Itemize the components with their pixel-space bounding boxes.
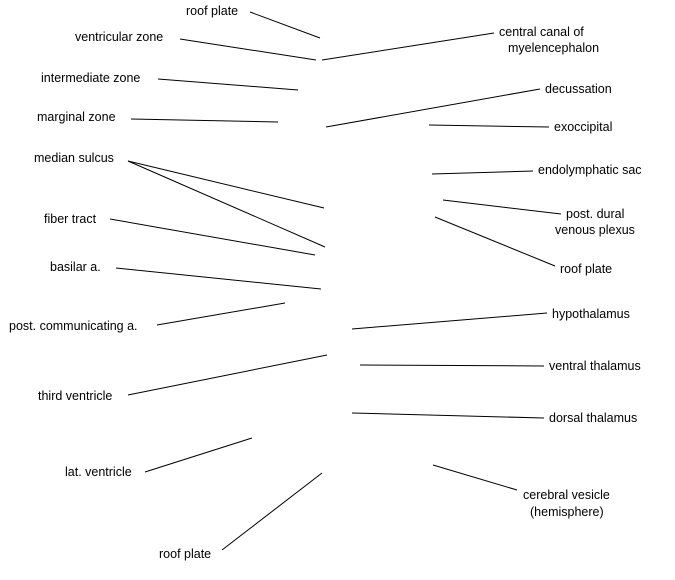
leader-third-ventricle <box>127 354 328 396</box>
leader-lat-ventricle <box>144 437 253 473</box>
leader-median-sulcus-a <box>127 160 325 209</box>
label-basilar-a: basilar a. <box>50 260 101 274</box>
leader-roof-plate-right <box>434 216 556 267</box>
label-roof-plate-top: roof plate <box>186 4 238 18</box>
label-marginal-zone: marginal zone <box>37 110 116 124</box>
label-hypothalamus: hypothalamus <box>552 307 630 321</box>
label-intermediate-zone: intermediate zone <box>41 71 140 85</box>
label-post-dural-line2: venous plexus <box>555 223 635 237</box>
label-exoccipital: exoccipital <box>554 120 612 134</box>
leader-decussation <box>325 88 541 128</box>
label-roof-plate-bottom: roof plate <box>159 547 211 561</box>
leader-dorsal-thalamus <box>351 412 545 419</box>
label-cerebral-vesicle-line2: (hemisphere) <box>530 505 604 519</box>
label-median-sulcus: median sulcus <box>34 151 114 165</box>
label-post-communicating-a: post. communicating a. <box>9 319 138 333</box>
label-ventral-thalamus: ventral thalamus <box>549 359 641 373</box>
label-post-dural-line1: post. dural <box>566 207 624 221</box>
label-central-canal-line1: central canal of <box>499 25 584 39</box>
leader-post-communicating-a <box>156 302 286 326</box>
leader-ventricular-zone <box>179 38 317 61</box>
label-lat-ventricle: lat. ventricle <box>65 465 132 479</box>
label-fiber-tract: fiber tract <box>44 212 97 226</box>
leader-basilar-a <box>115 267 322 290</box>
label-roof-plate-right: roof plate <box>560 262 612 276</box>
leader-intermediate-zone <box>157 78 299 91</box>
leader-median-sulcus-b <box>127 160 326 248</box>
label-dorsal-thalamus: dorsal thalamus <box>549 411 637 425</box>
leader-endolymphatic-sac <box>431 170 534 175</box>
leader-hypothalamus <box>351 312 548 330</box>
leader-central-canal <box>321 32 495 61</box>
label-ventricular-zone: ventricular zone <box>75 30 163 44</box>
label-third-ventricle: third ventricle <box>38 389 112 403</box>
leader-fiber-tract <box>109 218 316 256</box>
leader-marginal-zone <box>130 118 279 123</box>
leader-roof-plate-bottom <box>221 472 323 551</box>
label-cerebral-vesicle-line1: cerebral vesicle <box>523 488 610 502</box>
leader-roof-plate-top <box>249 11 321 39</box>
label-central-canal-line2: myelencephalon <box>508 41 599 55</box>
label-endolymphatic-sac: endolymphatic sac <box>538 163 642 177</box>
leader-cerebral-vesicle <box>432 464 518 491</box>
leader-exoccipital <box>428 124 550 128</box>
leader-post-dural <box>442 199 562 215</box>
label-decussation: decussation <box>545 82 612 96</box>
leader-ventral-thalamus <box>359 364 545 367</box>
